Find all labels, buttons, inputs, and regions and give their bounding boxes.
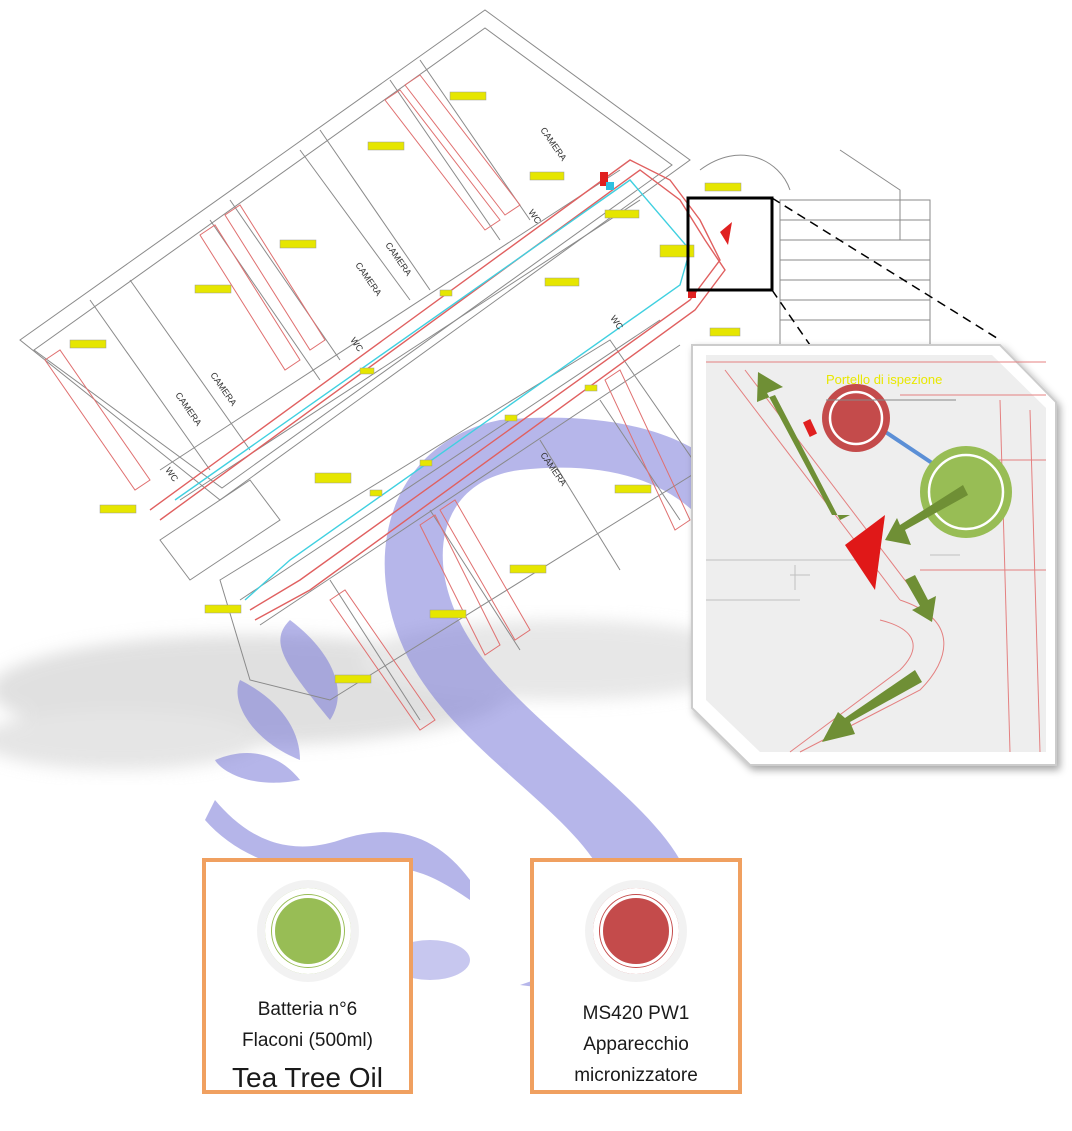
device-circle-icon [593,888,679,974]
legend-battery: Batteria n°6 Flaconi (500ml) Tea Tree Oi… [202,858,413,1094]
plan-device-markers [600,172,732,298]
device-circle [822,384,890,452]
building-plan [19,9,931,721]
legend-device: MS420 PW1 Apparecchio micronizzatore [530,858,742,1094]
device-line-1: MS420 PW1 [582,1003,690,1024]
device-line-3: micronizzatore [574,1065,698,1086]
zoom-inset: Portello di ispezione [691,344,1057,766]
battery-line-1: Batteria n°6 [257,999,358,1020]
flow-arrows [757,372,968,742]
wc-label: WC [526,207,543,225]
battery-circle-icon [264,888,351,974]
zoom-leader-top [771,197,1001,341]
room-label: CAMERA [173,390,203,427]
inlet-marker [845,515,885,590]
battery-line-3: Tea Tree Oil [232,1062,383,1093]
annotation-tags [69,91,742,684]
watermark-cloud [0,620,760,770]
room-label: CAMERA [538,125,568,162]
room-label: CAMERA [208,370,238,407]
wc-label: WC [163,465,180,483]
device-line-2: Apparecchio [583,1034,689,1055]
ducts [149,159,726,621]
zoom-frame [686,196,774,292]
battery-line-2: Flaconi (500ml) [242,1030,373,1051]
room-label: CAMERA [353,260,383,297]
inspection-hatch-label: Portello di ispezione [826,372,942,387]
zoom-leader-bottom [771,289,811,346]
wc-label: WC [608,313,625,331]
